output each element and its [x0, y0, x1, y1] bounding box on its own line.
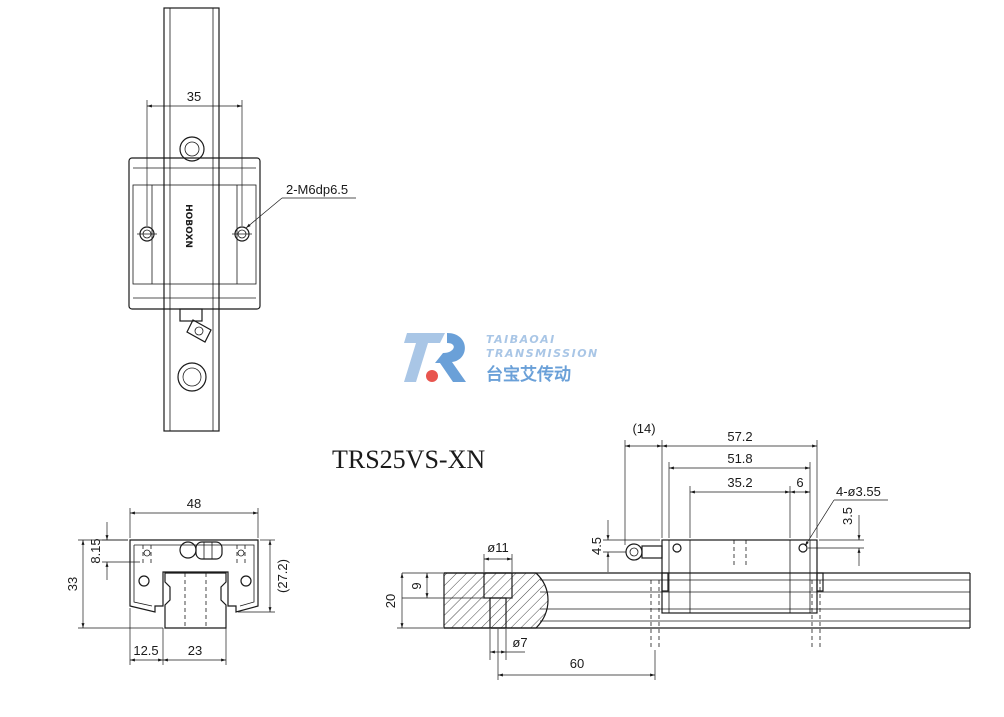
dimension-d7: ø7	[489, 629, 528, 660]
dimension-57-2: 57.2	[662, 429, 818, 538]
mounting-hole	[142, 545, 152, 565]
dimension-d11: ø11	[483, 540, 513, 572]
carriage-end-view	[129, 539, 259, 613]
svg-text:60: 60	[570, 656, 584, 671]
carriage-top-view	[128, 157, 261, 310]
svg-text:(14): (14)	[632, 421, 655, 436]
callout-holes: 4-ø3.55	[804, 484, 888, 547]
logo-mark-icon	[404, 333, 466, 382]
svg-text:台宝艾传动: 台宝艾传动	[486, 364, 571, 385]
top-view: HOBOXN 35 2-M6dp6.5	[128, 7, 356, 432]
grease-nipple-icon	[179, 541, 223, 560]
dimension-20: 20	[383, 573, 443, 629]
end-view: 48 8.15 33 (27.2)	[65, 496, 290, 665]
company-logo: TAIBAOAI TRANSMISSION 台宝艾传动	[404, 333, 599, 385]
dimension-35-2: 35.2	[689, 475, 791, 538]
rail-section	[443, 572, 549, 629]
dimension-4-5: 4.5	[589, 520, 660, 572]
svg-text:ø7: ø7	[512, 635, 527, 650]
dimension-27-2: (27.2)	[238, 539, 290, 613]
svg-text:48: 48	[187, 496, 201, 511]
callout-m6: 2-M6dp6.5	[245, 182, 356, 229]
side-view: (14) 57.2 51.8 35.2 6	[383, 421, 971, 680]
svg-text:9: 9	[409, 582, 424, 589]
svg-text:20: 20	[383, 594, 398, 608]
svg-text:23: 23	[188, 643, 202, 658]
svg-text:(27.2): (27.2)	[275, 559, 290, 593]
svg-text:4-ø3.55: 4-ø3.55	[836, 484, 881, 499]
dimension-8-15: 8.15	[88, 522, 140, 580]
svg-text:4.5: 4.5	[589, 537, 604, 555]
dimension-14: (14)	[624, 421, 663, 545]
rail-hole	[179, 136, 205, 162]
grease-nipple-icon	[179, 308, 212, 343]
svg-text:33: 33	[65, 577, 80, 591]
carriage-side-view	[661, 539, 818, 614]
grease-nipple-icon	[625, 543, 663, 561]
rail-end-view	[164, 572, 227, 629]
svg-text:57.2: 57.2	[727, 429, 752, 444]
svg-text:35.2: 35.2	[727, 475, 752, 490]
mounting-hole	[236, 545, 246, 565]
dimension-48: 48	[129, 496, 259, 538]
dimension-6: 6	[790, 475, 810, 494]
svg-text:2-M6dp6.5: 2-M6dp6.5	[286, 182, 348, 197]
svg-text:12.5: 12.5	[133, 643, 158, 658]
dimension-33: 33	[65, 539, 163, 629]
mounting-hole	[232, 226, 252, 242]
dimension-60: 60	[497, 629, 656, 680]
svg-text:TRANSMISSION: TRANSMISSION	[486, 347, 599, 360]
model-title: TRS25VS-XN	[332, 445, 485, 474]
rail-top-view	[163, 7, 220, 432]
svg-text:3.5: 3.5	[840, 507, 855, 525]
rail-hole	[177, 362, 207, 392]
svg-text:ø11: ø11	[487, 540, 508, 555]
svg-text:35: 35	[187, 89, 201, 104]
brand-mark: HOBOXN	[183, 204, 193, 248]
dimension-9: 9	[402, 572, 484, 599]
dimension-3-5: 3.5	[808, 507, 864, 566]
svg-text:51.8: 51.8	[727, 451, 752, 466]
svg-text:TAIBAOAI: TAIBAOAI	[486, 333, 556, 346]
dimension-bottom: 12.5 23	[129, 608, 227, 665]
svg-text:6: 6	[796, 475, 803, 490]
svg-text:8.15: 8.15	[88, 538, 103, 563]
mounting-hole	[137, 226, 157, 242]
dimension-51-8: 51.8	[668, 451, 811, 538]
dimension-35: 35	[146, 89, 243, 226]
